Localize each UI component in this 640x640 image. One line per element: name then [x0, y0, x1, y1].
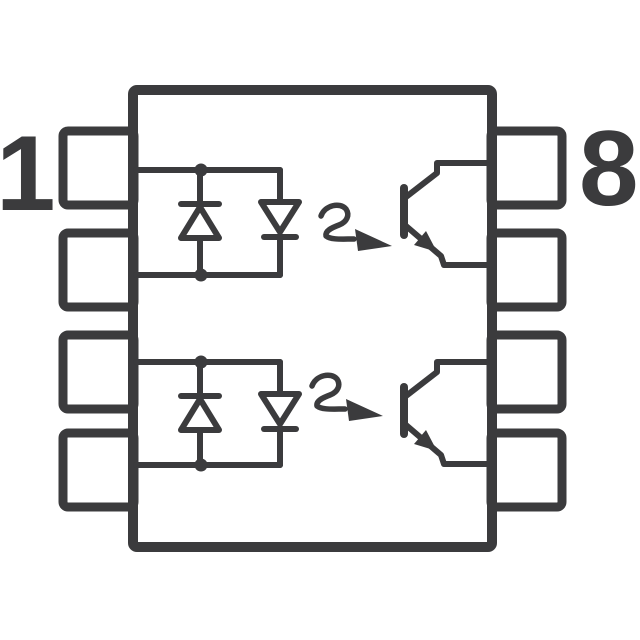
led-pair-icon — [133, 163, 302, 282]
left-pin-pads — [58, 126, 139, 512]
transistor-collector — [403, 160, 495, 200]
diode-up-icon — [178, 396, 222, 433]
transistor-collector — [403, 359, 495, 399]
pin-5-pad — [486, 428, 567, 512]
pin-2-pad — [58, 228, 139, 312]
pin-3-pad — [58, 330, 139, 414]
squiggle-arrowhead — [355, 229, 392, 251]
pin-7-pad — [486, 228, 567, 312]
emitter-arrowhead — [414, 430, 437, 451]
light-emission-squiggle-arrow-icon — [309, 372, 383, 421]
pin-8-pad — [486, 126, 567, 210]
emitter-arrowhead — [414, 231, 437, 252]
diode-down-icon — [258, 199, 302, 235]
light-emission-squiggle-arrow-icon — [318, 202, 392, 251]
pin-8-label: 8 — [579, 108, 639, 228]
phototransistor-icon — [400, 359, 495, 467]
squiggle-arrowhead — [346, 399, 383, 421]
pin-1-label: 1 — [0, 113, 56, 233]
phototransistor-icon — [400, 160, 495, 268]
channel-1 — [133, 160, 495, 282]
diode-down-icon — [258, 391, 302, 427]
pin-6-pad — [486, 330, 567, 414]
channel-2 — [133, 355, 495, 472]
ic-body-outline — [128, 85, 497, 552]
pin-4-pad — [58, 428, 139, 512]
diode-up-icon — [178, 204, 222, 241]
right-pin-pads — [486, 126, 567, 512]
pin-1-pad — [58, 126, 139, 210]
squiggle-curve — [318, 202, 357, 242]
led-pair-icon — [133, 355, 302, 472]
squiggle-curve — [309, 372, 348, 412]
